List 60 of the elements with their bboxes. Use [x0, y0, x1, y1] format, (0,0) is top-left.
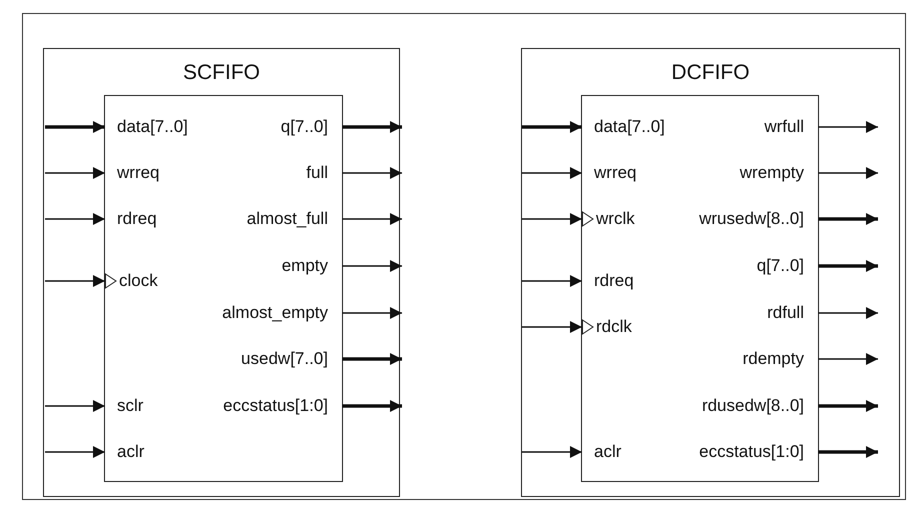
- signal-arrow: [342, 167, 402, 179]
- pin-label: clock: [105, 269, 158, 293]
- pin-label: full: [306, 161, 342, 185]
- signal-arrow: [342, 400, 402, 412]
- pin-label: wrreq: [582, 161, 637, 185]
- pin-label: rdempty: [742, 347, 818, 371]
- signal-arrow: [818, 213, 878, 225]
- signal-arrow: [818, 121, 878, 133]
- component-title: SCFIFO: [182, 61, 261, 85]
- component-title: DCFIFO: [670, 61, 751, 85]
- signal-arrow: [522, 121, 582, 133]
- signal-arrow: [818, 400, 878, 412]
- pin-label: wrfull: [764, 115, 818, 139]
- signal-arrow: [818, 353, 878, 365]
- signal-arrow: [522, 321, 582, 333]
- signal-arrow: [522, 213, 582, 225]
- signal-arrow: [45, 400, 105, 412]
- pin-label: data[7..0]: [105, 115, 188, 139]
- pin-label: wrusedw[8..0]: [699, 207, 818, 231]
- pin-label: q[7..0]: [280, 115, 342, 139]
- signal-arrow: [342, 121, 402, 133]
- component-frame: [521, 48, 900, 497]
- pin-label: rdreq: [105, 207, 157, 231]
- pin-label: usedw[7..0]: [241, 347, 342, 371]
- pin-label: almost_empty: [222, 301, 342, 325]
- signal-arrow: [45, 121, 105, 133]
- component-frame: [43, 48, 400, 497]
- pin-label: aclr: [582, 440, 622, 464]
- pin-label: wrempty: [740, 161, 818, 185]
- signal-arrow: [522, 446, 582, 458]
- signal-arrow: [45, 446, 105, 458]
- signal-arrow: [45, 167, 105, 179]
- signal-arrow: [342, 353, 402, 365]
- signal-arrow: [342, 213, 402, 225]
- fifo-block: [581, 95, 819, 482]
- pin-label: q[7..0]: [756, 254, 818, 278]
- signal-arrow: [522, 275, 582, 287]
- pin-label: rdusedw[8..0]: [702, 394, 818, 418]
- signal-arrow: [45, 213, 105, 225]
- fifo-block: [104, 95, 343, 482]
- pin-label: aclr: [105, 440, 144, 464]
- pin-label: wrclk: [582, 207, 635, 231]
- signal-arrow: [818, 260, 878, 272]
- pin-label: eccstatus[1:0]: [699, 440, 818, 464]
- signal-arrow: [818, 167, 878, 179]
- pin-label: rdfull: [767, 301, 818, 325]
- pin-label: almost_full: [246, 207, 342, 231]
- signal-arrow: [342, 260, 402, 272]
- pin-label: rdreq: [582, 269, 634, 293]
- pin-label: eccstatus[1:0]: [223, 394, 342, 418]
- pin-label: wrreq: [105, 161, 160, 185]
- pin-label: rdclk: [582, 315, 632, 339]
- signal-arrow: [818, 307, 878, 319]
- pin-label: sclr: [105, 394, 144, 418]
- pin-label: data[7..0]: [582, 115, 665, 139]
- signal-arrow: [818, 446, 878, 458]
- signal-arrow: [522, 167, 582, 179]
- signal-arrow: [342, 307, 402, 319]
- signal-arrow: [45, 275, 105, 287]
- pin-label: empty: [282, 254, 342, 278]
